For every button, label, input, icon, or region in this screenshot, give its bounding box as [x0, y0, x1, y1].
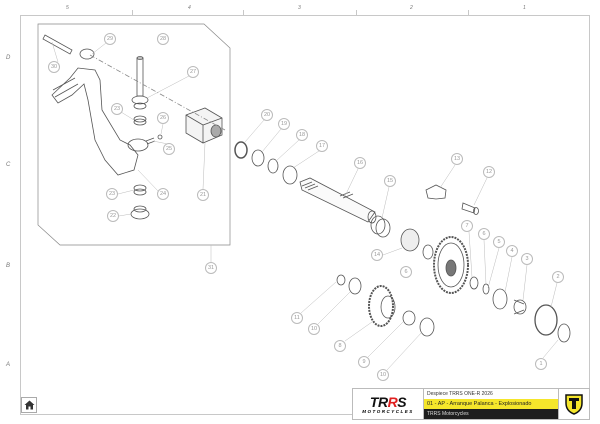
part-callout: 1	[535, 358, 547, 370]
column-label: 5	[66, 5, 69, 11]
part-callout: 27	[187, 66, 199, 78]
part-callout: 19	[278, 118, 290, 130]
part-callout: 29	[104, 33, 116, 45]
document-title: Despiece TRRS ONE-R 2026	[427, 391, 493, 397]
border-tick	[243, 10, 244, 15]
row-label: A	[6, 362, 11, 368]
part-callout: 20	[261, 109, 273, 121]
part-callout: 23	[106, 188, 118, 200]
part-callout: 6	[400, 266, 412, 278]
company-name: TRRS Motorcycles	[424, 409, 558, 419]
part-pin	[42, 34, 73, 55]
part-callout: 7	[461, 220, 473, 232]
part-callout: 22	[107, 210, 119, 222]
drawing-frame	[20, 15, 590, 415]
trrs-emblem	[558, 389, 589, 419]
part-callout: 21	[197, 189, 209, 201]
logo-main: TRRS	[369, 393, 407, 410]
part-kick-lever	[51, 67, 139, 176]
part-callout: 10	[308, 323, 320, 335]
part-callout: 23	[111, 103, 123, 115]
part-callout: 11	[291, 312, 303, 324]
part-callout: 17	[316, 140, 328, 152]
trrs-emblem-icon	[565, 394, 583, 415]
part-bushing-sleeve	[513, 299, 527, 315]
part-shaft	[299, 177, 376, 223]
home-icon	[24, 400, 34, 410]
part-callout: 12	[483, 166, 495, 178]
row-label: C	[6, 162, 11, 168]
part-callout: 10	[377, 369, 389, 381]
part-callout: 5	[493, 236, 505, 248]
part-callout: 14	[371, 249, 383, 261]
part-bushing	[131, 95, 149, 105]
part-callout: 26	[157, 112, 169, 124]
part-circlip	[267, 158, 279, 174]
column-label: 1	[523, 5, 526, 11]
leader-lines	[51, 41, 559, 371]
part-callout: 13	[451, 153, 463, 165]
part-callout: 4	[506, 245, 518, 257]
column-label: 3	[298, 5, 301, 11]
part-callout: 30	[48, 61, 60, 73]
part-stopper	[425, 184, 447, 200]
part-washer	[251, 149, 265, 167]
title-block: TRRS MOTORCYCLES Despiece TRRS ONE-R 202…	[352, 388, 590, 420]
border-tick	[356, 10, 357, 15]
part-callout: 9	[358, 356, 370, 368]
part-oring	[133, 115, 147, 123]
part-lever-boss	[127, 138, 149, 152]
home-button[interactable]	[21, 397, 37, 413]
part-idler-gear	[368, 285, 394, 327]
part-callout: 16	[354, 157, 366, 169]
part-callout: 2	[552, 271, 564, 283]
border-tick	[132, 10, 133, 15]
logo-sub: MOTORCYCLES	[362, 408, 414, 414]
part-callout: 3	[521, 253, 533, 265]
part-ratchet	[400, 228, 420, 252]
column-label: 4	[188, 5, 191, 11]
part-nut	[79, 48, 95, 60]
subassembly-outline	[37, 23, 231, 246]
part-seal	[234, 141, 248, 159]
part-callout: 8	[334, 340, 346, 352]
part-callout: 24	[157, 188, 169, 200]
part-bushing-lower	[130, 208, 150, 220]
part-washer	[282, 165, 298, 185]
part-callout: 18	[296, 129, 308, 141]
border-tick	[468, 10, 469, 15]
column-label: 2	[410, 5, 413, 11]
part-spring	[145, 137, 156, 145]
part-callout: 25	[163, 143, 175, 155]
part-big-gear	[433, 236, 469, 294]
part-callout: 15	[384, 175, 396, 187]
drawing-name: 01 - AP - Arranque Palanca - Explosionad…	[424, 399, 558, 409]
part-ball	[157, 134, 163, 140]
row-label: D	[6, 55, 11, 61]
part-stopper-bolt	[461, 202, 476, 214]
part-callout: 28	[157, 33, 169, 45]
part-callout: 31	[205, 262, 217, 274]
row-label: B	[6, 263, 11, 269]
trrs-logo: TRRS MOTORCYCLES	[353, 389, 424, 419]
part-kick-spring	[534, 304, 558, 336]
part-bolt	[136, 57, 144, 97]
part-callout: 6	[478, 228, 490, 240]
